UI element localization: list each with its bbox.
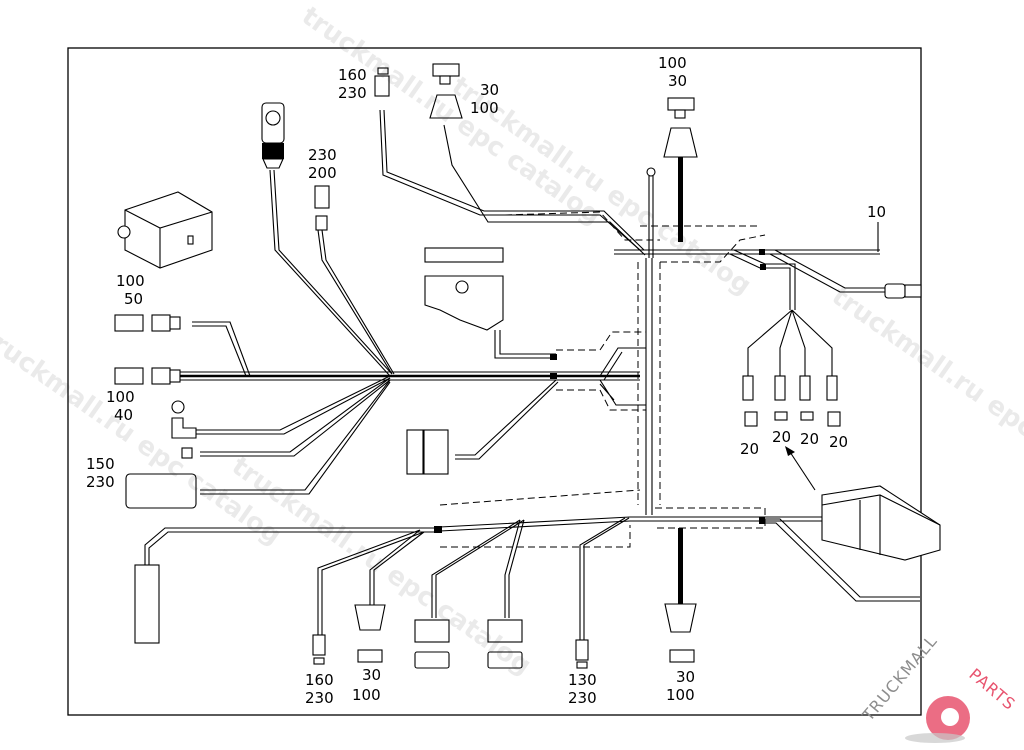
label-bottom-connector-a-1: 30 [362,666,381,684]
label-bottom-connector-b-2: 100 [666,686,695,704]
watermark: truckmall.ru epc catalog [226,451,537,681]
bottom-parts [312,603,697,669]
label-left-c-1: 150 [86,455,115,473]
label-bottom-connector-a-2: 100 [352,686,381,704]
relay-module [117,191,213,269]
watermark: truckmall.ru epc catalog [826,281,1024,511]
label-bottom-connector-b-1: 30 [676,668,695,686]
label-bottom-sensor-a-2: 230 [305,689,334,707]
bottom-branches [317,517,683,640]
label-top-sensor-2: 230 [338,84,367,102]
label-harness-ref: 10 [867,203,886,221]
label-bottom-sensor-b-2: 230 [568,689,597,707]
label-fuse-term-4: 20 [829,433,848,451]
watermark: truckmall.ru epc catalog [0,321,287,551]
left-harness [180,109,646,495]
label-bottom-sensor-a-1: 160 [305,671,334,689]
side-connector [406,429,449,475]
top-connector-b [646,97,698,258]
diagnostic-plug [314,185,330,231]
label-left-a-2: 50 [124,290,143,308]
top-connector-a [429,63,463,119]
label-left-b-2: 40 [114,406,133,424]
watermark: truckmall.ru epc catalog [296,1,607,231]
fuse-terminals [742,309,841,491]
fuse-box [821,485,941,561]
label-fuse-term-3: 20 [800,430,819,448]
label-bottom-sensor-b-1: 130 [568,671,597,689]
label-diag-plug-2: 200 [308,164,337,182]
label-left-b-1: 100 [106,388,135,406]
drawing-frame [67,47,922,716]
label-top-connector-a-2: 100 [470,99,499,117]
top-sensor [374,67,390,97]
ecu-connector [424,247,504,331]
label-fuse-term-2: 20 [772,428,791,446]
main-harness [439,211,922,602]
label-top-connector-b-1: 100 [658,54,687,72]
right-plug [884,283,906,299]
label-top-sensor-1: 160 [338,66,367,84]
label-fuse-term-1: 20 [740,440,759,458]
logo-accent-text: PARTS [965,665,1019,715]
round-sensor [261,102,285,169]
label-left-a-1: 100 [116,272,145,290]
label-diag-plug-1: 230 [308,146,337,164]
watermark: truckmall.ru epc catalog [446,71,757,301]
left-connectors [114,314,197,509]
label-left-c-2: 230 [86,473,115,491]
label-top-connector-b-2: 30 [668,72,687,90]
long-connector [134,526,442,644]
label-top-connector-a-1: 30 [480,81,499,99]
truckmall-logo: TRUCKMALL PARTS [858,631,1019,743]
part-labels: 160 230 30 100 100 30 230 200 100 50 100… [86,54,886,707]
